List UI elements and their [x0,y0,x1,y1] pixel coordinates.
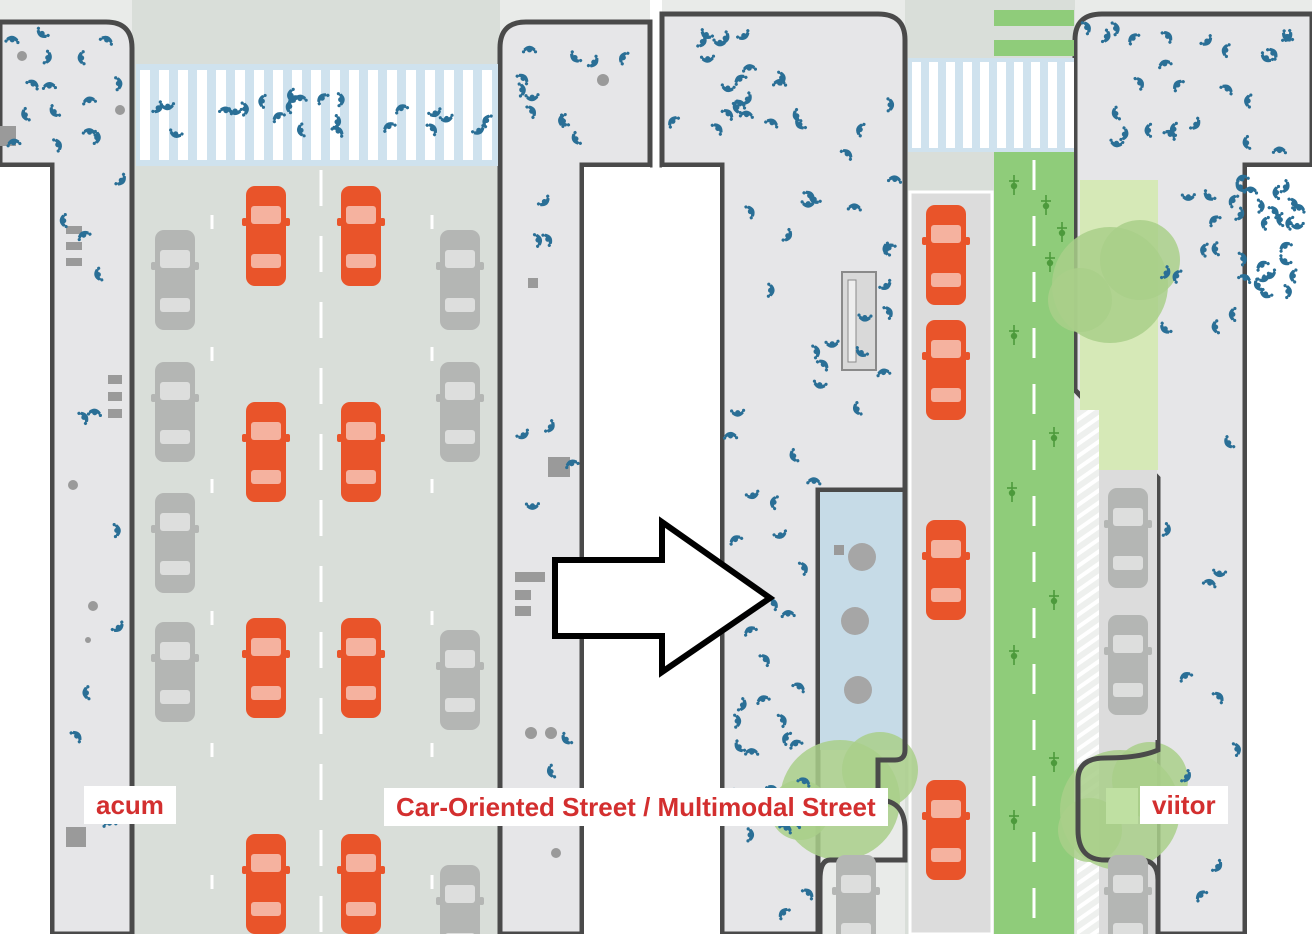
car-icon [151,362,199,462]
car-icon [436,630,484,730]
curb-bulbout-west [817,490,908,934]
car-icon [436,230,484,330]
right-building-east [1247,167,1312,934]
car-icon [242,618,290,718]
label-future: viitor [1140,786,1228,824]
right-trees [770,220,1188,870]
car-icon [922,780,970,880]
car-icon [436,362,484,462]
label-current: acum [84,786,176,824]
left-sidewalk-west [0,19,135,934]
cafe-tables [834,543,876,704]
car-icon [832,855,880,934]
left-building-west [0,167,50,934]
car-icon [242,186,290,286]
car-icon [922,205,970,305]
right-panel [659,0,1312,934]
cafe-table-icon [844,676,872,704]
tree-icon [1048,220,1180,343]
right-sidewalk-west [659,11,908,934]
car-icon [337,618,385,718]
car-icon [151,230,199,330]
curb-bulbout-east [1075,740,1161,934]
car-icon [242,834,290,934]
car-icon [1104,855,1152,934]
car-icon [922,320,970,420]
car-icon [436,865,484,934]
car-icon [337,402,385,502]
left-crosswalk [136,64,498,166]
cafe-table-icon [834,543,876,571]
label-title: Car-Oriented Street / Multimodal Street [384,788,888,826]
car-icon [922,520,970,620]
cafe-table-icon [841,607,869,635]
left-sidewalk-east [497,19,653,934]
car-icon [151,622,199,722]
car-icon [1104,488,1152,588]
car-icon [337,834,385,934]
right-crosswalk [908,58,1074,152]
car-icon [151,493,199,593]
right-arrow-icon [552,516,776,678]
car-icon [1104,615,1152,715]
car-icon [337,186,385,286]
car-icon [242,402,290,502]
left-street-furniture [0,51,609,858]
